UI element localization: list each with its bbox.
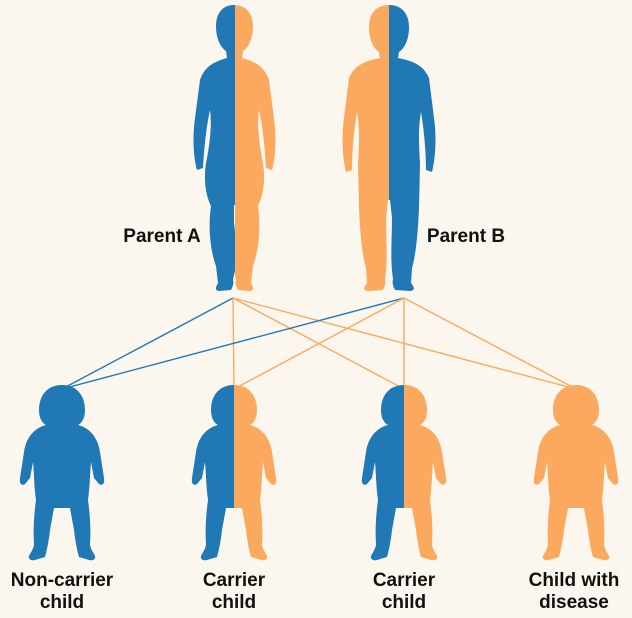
child-figure-non-carrier [20, 385, 104, 560]
child-figure-carrier-1 [192, 385, 276, 560]
child-label-carrier-2: Carrier child [344, 570, 464, 614]
child-label-with-disease: Child with disease [516, 570, 632, 614]
child-label-line1: Carrier [174, 570, 294, 592]
child-label-line2: child [344, 592, 464, 614]
child-label-line1: Child with [516, 570, 632, 592]
child-label-line2: disease [516, 592, 632, 614]
child-label-line2: child [174, 592, 294, 614]
parent-a-label: Parent A [112, 226, 212, 248]
child-figure-with-disease [534, 385, 618, 560]
inheritance-lines [62, 298, 576, 389]
parent-a-figure [194, 5, 276, 291]
child-label-line1: Carrier [344, 570, 464, 592]
parent-b-figure [343, 5, 436, 291]
child-label-line2: child [2, 592, 122, 614]
child-label-line1: Non-carrier [2, 570, 122, 592]
child-figure-carrier-2 [362, 385, 446, 560]
parent-b-label: Parent B [416, 226, 516, 248]
line-b-to-child4 [404, 298, 576, 389]
child-label-non-carrier: Non-carrier child [2, 570, 122, 614]
child-label-carrier-1: Carrier child [174, 570, 294, 614]
line-a-to-child1 [62, 298, 233, 389]
